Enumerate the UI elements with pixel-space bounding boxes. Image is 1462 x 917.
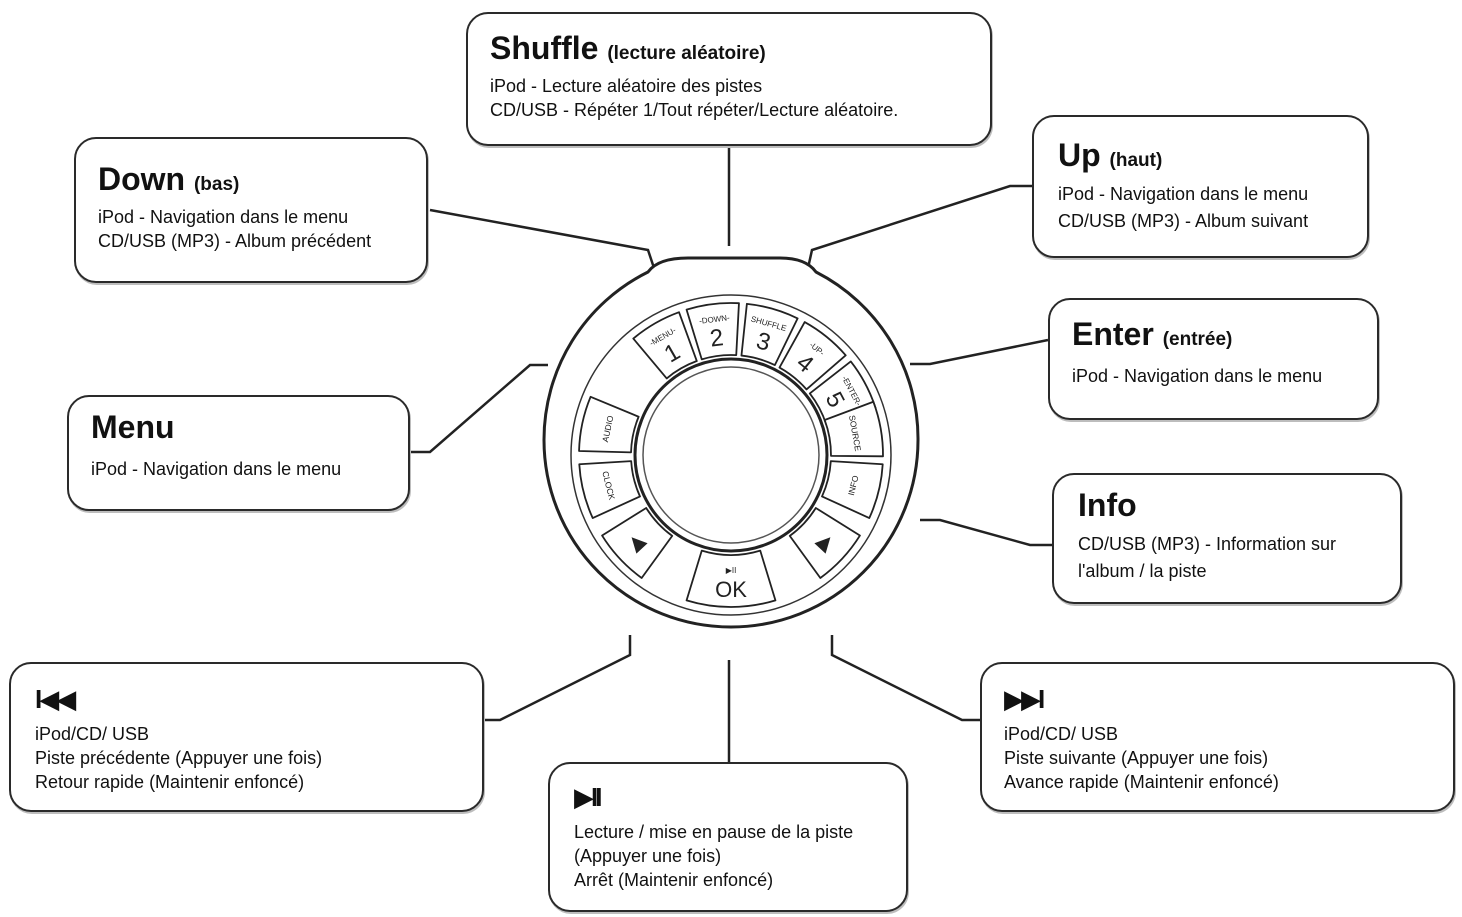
info-line-1: CD/USB (MP3) - Information sur — [1078, 534, 1337, 554]
connector-menu — [410, 363, 548, 454]
dial-key-ok[interactable] — [685, 549, 777, 608]
dial-key-menu[interactable] — [632, 311, 698, 380]
shuffle-line-2: CD/USB - Répéter 1/Tout répéter/Lecture … — [490, 100, 899, 120]
next-track-icon: ▶▶I — [1004, 684, 1045, 714]
connector-lines — [410, 146, 1052, 762]
connector-up — [806, 184, 1032, 269]
info-line-2: l'album / la piste — [1078, 561, 1207, 581]
dial-key-down-number: 2 — [708, 324, 725, 352]
play-line-2: (Appuyer une fois) — [574, 846, 722, 866]
next-line-3: Avance rapide (Maintenir enfoncé) — [1004, 772, 1279, 792]
shuffle-line-1: iPod - Lecture aléatoire des pistes — [490, 76, 763, 96]
connector-info — [920, 518, 1052, 547]
dial-key-ok-label: ▶II OK — [715, 566, 747, 602]
up-callout: Up (haut) iPod - Navigation dans le menu… — [1032, 115, 1369, 258]
play-line-1: Lecture / mise en pause de la piste — [574, 822, 854, 842]
dial-key-down-caption: -DOWN- — [699, 313, 731, 326]
enter-callout: Enter (entrée) iPod - Navigation dans le… — [1048, 298, 1379, 420]
play-callout: ▶II Lecture / mise en pause de la piste … — [548, 762, 908, 912]
dial-key-info[interactable] — [821, 460, 884, 519]
down-subtitle: (bas) — [193, 174, 240, 195]
dial-key-clock[interactable] — [578, 460, 641, 519]
next-line-2: Piste suivante (Appuyer une fois) — [1004, 748, 1269, 768]
prev-line-2: Piste précédente (Appuyer une fois) — [35, 748, 323, 768]
shuffle-title: Shuffle (lecture aléatoire) — [490, 32, 968, 64]
enter-subtitle: (entrée) — [1162, 329, 1233, 350]
up-line-2: CD/USB (MP3) - Album suivant — [1058, 211, 1309, 231]
up-title-text: Up — [1058, 137, 1101, 173]
dial-key-down[interactable] — [685, 302, 740, 361]
up-title: Up (haut) — [1058, 139, 1347, 171]
menu-title: Menu — [91, 409, 175, 445]
down-line-1: iPod - Navigation dans le menu — [98, 207, 349, 227]
dial-key-down-label: -DOWN-2 — [699, 313, 731, 352]
prev-line-3: Retour rapide (Maintenir enfoncé) — [35, 772, 305, 792]
menu-callout: Menu iPod - Navigation dans le menu — [67, 395, 410, 511]
center-wheel — [633, 357, 829, 553]
play-line-3: Arrêt (Maintenir enfoncé) — [574, 870, 774, 890]
dial-keys — [578, 302, 884, 608]
prev-line-1: iPod/CD/ USB — [35, 724, 150, 744]
down-title-text: Down — [98, 161, 186, 197]
info-title: Info — [1078, 487, 1137, 523]
connector-prev — [484, 635, 632, 722]
dial-key-ok-number: OK — [715, 577, 747, 602]
dial-key-ok-caption: ▶II — [726, 566, 737, 575]
dial-key-shuffle[interactable] — [740, 302, 799, 367]
dial-key-info-label: INFO — [846, 474, 861, 496]
enter-title: Enter (entrée) — [1072, 318, 1357, 350]
up-subtitle: (haut) — [1109, 150, 1163, 171]
connector-next — [830, 635, 980, 722]
play-pause-icon: ▶II — [574, 782, 602, 812]
connector-down — [429, 208, 656, 269]
prev-callout: I◀◀ iPod/CD/ USB Piste précédente (Appuy… — [9, 662, 484, 812]
shuffle-title-text: Shuffle — [490, 30, 599, 66]
connector-enter — [910, 338, 1049, 366]
down-callout: Down (bas) iPod - Navigation dans le men… — [74, 137, 428, 283]
up-line-1: iPod - Navigation dans le menu — [1058, 184, 1309, 204]
next-line-1: iPod/CD/ USB — [1004, 724, 1119, 744]
dial-key-info-caption: INFO — [846, 474, 861, 496]
dial-key-audio[interactable] — [578, 395, 640, 454]
down-title: Down (bas) — [98, 163, 406, 195]
enter-title-text: Enter — [1072, 316, 1154, 352]
menu-line-1: iPod - Navigation dans le menu — [91, 459, 342, 479]
prev-track-icon: I◀◀ — [35, 684, 76, 714]
shuffle-subtitle: (lecture aléatoire) — [607, 43, 766, 64]
dial-key-prev[interactable] — [601, 507, 674, 579]
info-callout: Info CD/USB (MP3) - Information sur l'al… — [1052, 473, 1402, 604]
dial-key-source[interactable] — [823, 400, 884, 458]
enter-line-1: iPod - Navigation dans le menu — [1072, 366, 1323, 386]
dial-key-next[interactable] — [788, 507, 861, 579]
shuffle-callout: Shuffle (lecture aléatoire) iPod - Lectu… — [466, 12, 992, 146]
next-callout: ▶▶I iPod/CD/ USB Piste suivante (Appuyer… — [980, 662, 1455, 812]
dial-key-up[interactable] — [778, 321, 847, 391]
down-line-2: CD/USB (MP3) - Album précédent — [98, 231, 372, 251]
